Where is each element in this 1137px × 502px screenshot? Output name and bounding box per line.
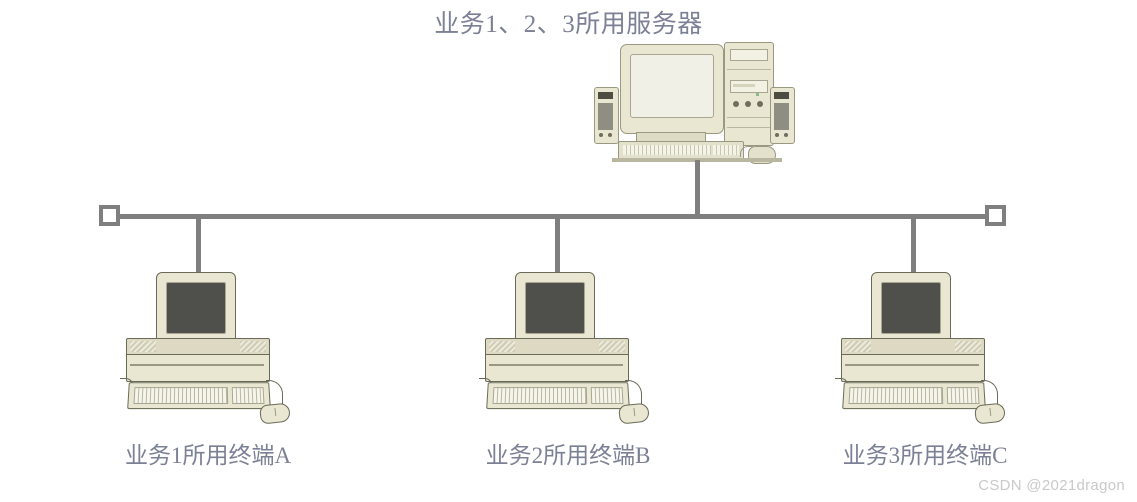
speaker-knob [784, 133, 788, 137]
keyboard-keys [492, 387, 588, 405]
speaker-knobs [775, 133, 789, 138]
terminal-mouse-icon [974, 402, 1006, 425]
mouse-cable [740, 146, 753, 157]
keyboard-keys [133, 387, 229, 405]
terminal-node-a [118, 270, 298, 435]
floppy-slot [733, 84, 755, 87]
terminal-monitor-icon [515, 272, 595, 350]
terminal-case-body [485, 354, 629, 382]
tower-seam [727, 117, 771, 118]
speaker-grille [598, 103, 613, 130]
keyboard-numpad [713, 145, 739, 155]
tower-buttons [733, 101, 767, 109]
mouse-buttons [623, 407, 636, 418]
keyboard-numpad [231, 387, 265, 405]
server-monitor-icon [620, 44, 724, 134]
bus-backbone-cable [112, 214, 992, 219]
terminal-a-label: 业务1所用终端A [124, 443, 292, 468]
tower-seam [727, 69, 771, 70]
speaker-knob [599, 133, 603, 137]
optical-drive-icon [730, 49, 768, 61]
terminal-monitor-screen [166, 282, 226, 334]
speaker-knob [608, 133, 612, 137]
terminal-case-body [126, 354, 270, 382]
terminal-c-drop-cable [911, 218, 916, 276]
case-vent [599, 341, 625, 352]
terminal-monitor-screen [525, 282, 585, 334]
mouse-cable [981, 380, 998, 409]
terminal-keyboard-icon [127, 382, 271, 410]
keyboard-numpad [590, 387, 624, 405]
server-tower-icon [724, 42, 774, 146]
terminal-c-label: 业务3所用终端C [842, 443, 1008, 468]
server-monitor-screen [630, 54, 714, 118]
mouse-buttons [979, 407, 992, 418]
case-seam [489, 364, 623, 366]
bus-terminator-right [985, 205, 1006, 226]
terminal-mouse-icon [618, 402, 650, 425]
case-vent [240, 341, 266, 352]
terminal-keyboard-icon [486, 382, 630, 410]
tower-seam [727, 127, 771, 128]
case-vent [845, 341, 871, 352]
case-vent [130, 341, 156, 352]
terminal-mouse-icon [259, 402, 291, 425]
csdn-watermark: CSDN @2021dragon [978, 477, 1125, 494]
terminal-b-label: 业务2所用终端B [485, 443, 651, 468]
keyboard-numpad [946, 387, 980, 405]
mouse-cable [625, 380, 642, 409]
case-seam [130, 364, 264, 366]
server-left-speaker-icon [594, 87, 619, 144]
speaker-knob [775, 133, 779, 137]
terminal-monitor-screen [881, 282, 941, 334]
bus-terminator-left [99, 205, 120, 226]
server-drop-cable [695, 160, 700, 216]
mouse-cable [266, 380, 283, 409]
mouse-buttons [264, 407, 277, 418]
tower-button [745, 101, 751, 107]
power-led [756, 93, 759, 96]
floppy-drive-icon [730, 80, 768, 93]
terminal-node-c [833, 270, 1013, 435]
keyboard-keys [848, 387, 944, 405]
case-vent [955, 341, 981, 352]
terminal-node-b [477, 270, 657, 435]
terminal-monitor-icon [871, 272, 951, 350]
speaker-grille [774, 103, 789, 130]
server-node [592, 42, 804, 164]
terminal-keyboard-icon [842, 382, 986, 410]
terminal-monitor-icon [156, 272, 236, 350]
server-right-speaker-icon [770, 87, 795, 144]
terminal-case-body [841, 354, 985, 382]
speaker-knobs [599, 133, 613, 138]
diagram-title: 业务1、2、3所用服务器 [434, 11, 703, 38]
terminal-a-drop-cable [196, 218, 201, 276]
speaker-display [598, 92, 613, 99]
case-seam [845, 364, 979, 366]
tower-button [757, 101, 763, 107]
speaker-display [774, 92, 789, 99]
tower-button [733, 101, 739, 107]
case-vent [489, 341, 515, 352]
terminal-b-drop-cable [555, 218, 560, 276]
keyboard-keys [623, 145, 711, 155]
